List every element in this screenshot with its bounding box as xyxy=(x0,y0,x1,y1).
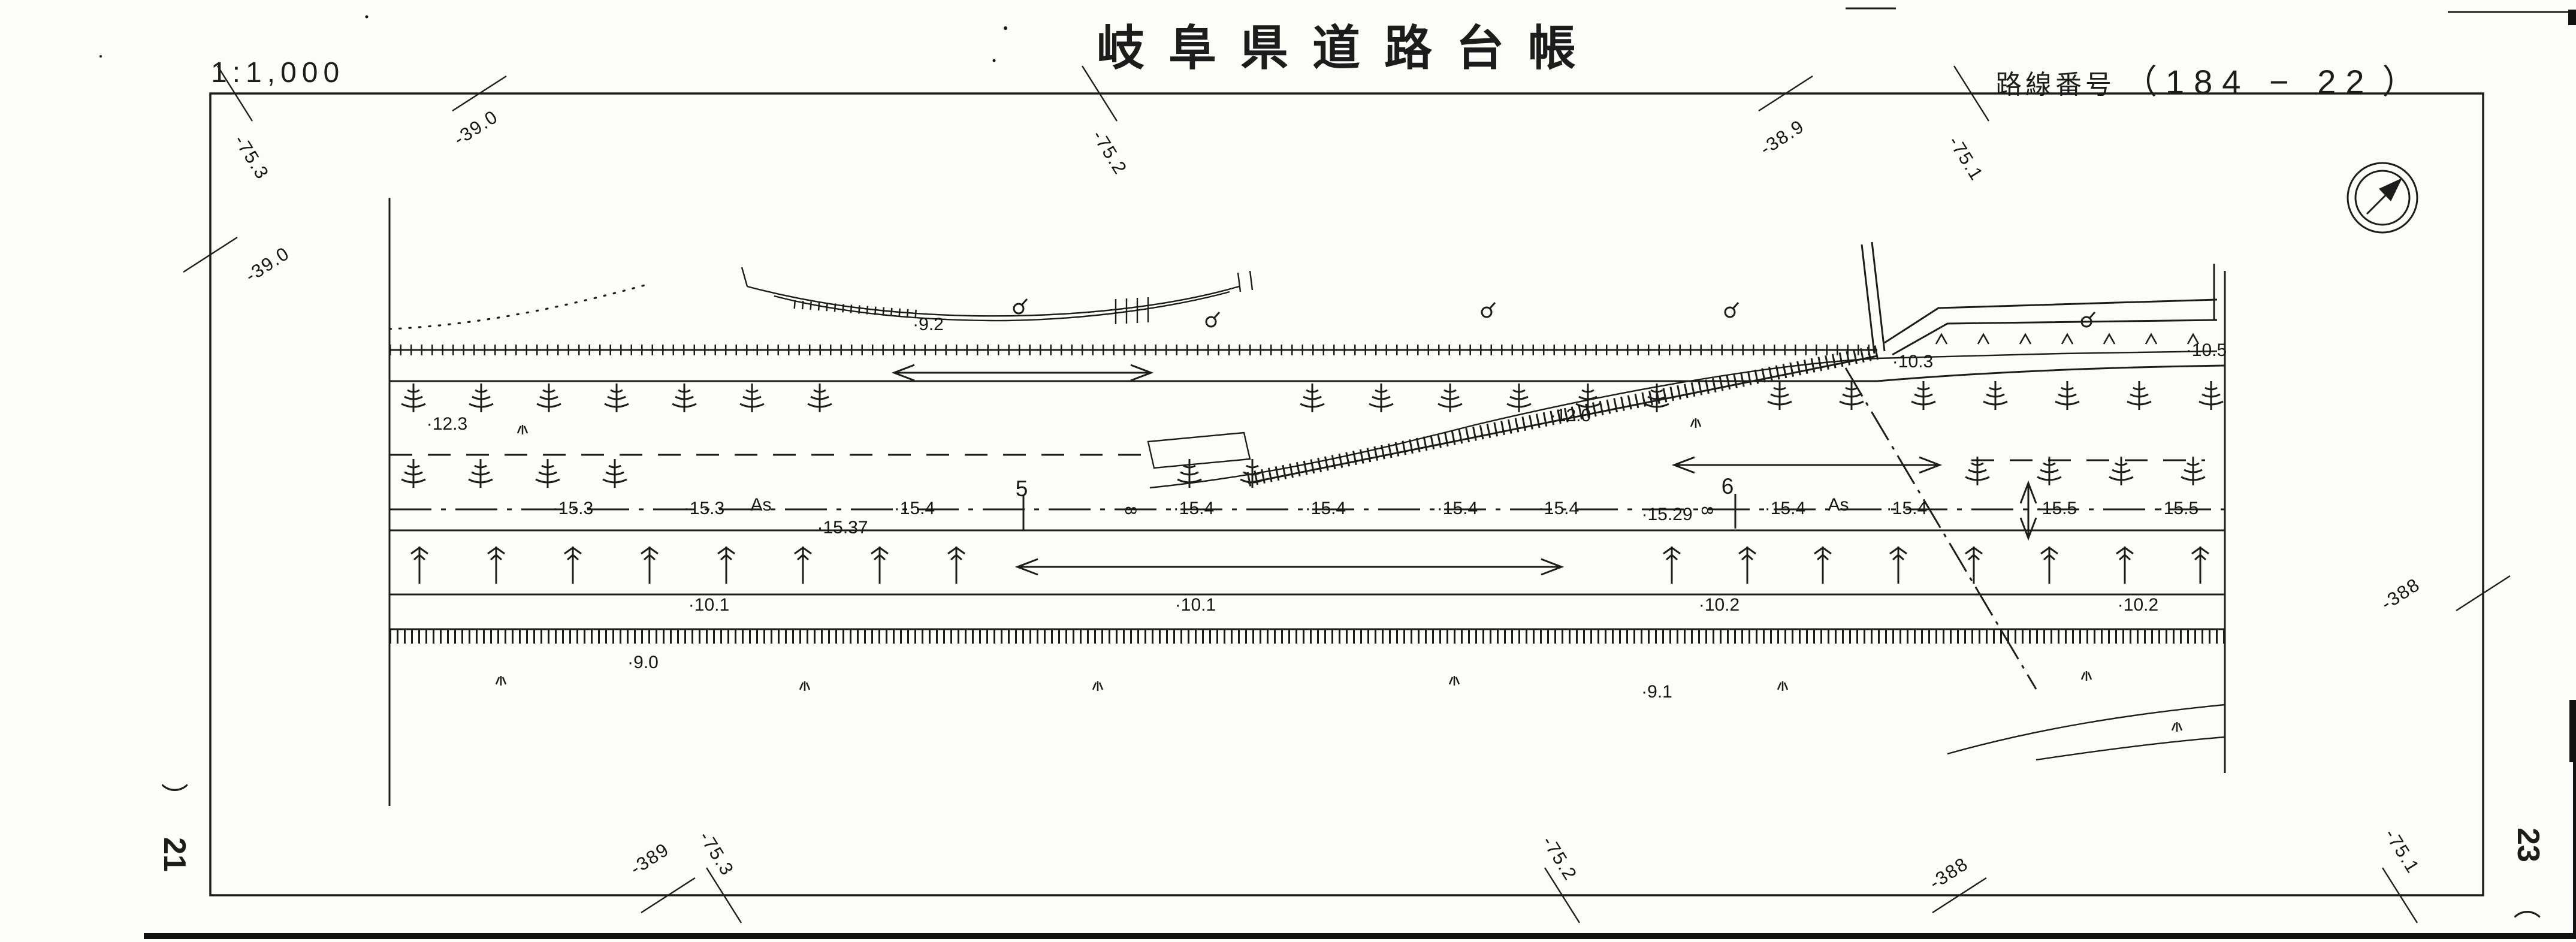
map-label: ·10.5 xyxy=(2186,340,2227,360)
map-label: -38.9 xyxy=(1756,116,1808,159)
arrows xyxy=(891,364,2037,576)
map-label: ·15.29 xyxy=(1641,505,1692,524)
map-label: ·10.2 xyxy=(2118,595,2158,615)
scan-artifacts xyxy=(99,10,2576,936)
map-label: ·12.0 xyxy=(1550,406,1591,425)
map-label: ·15.5 xyxy=(2158,499,2198,518)
map-label: ·10.2 xyxy=(1699,595,1740,615)
map-label: -75.2 xyxy=(1088,126,1131,179)
map-label: -389 xyxy=(626,838,673,879)
map-label: ·10.1 xyxy=(1175,595,1216,615)
map-label: -75.3 xyxy=(230,131,273,183)
map-label: ·15.4 xyxy=(1886,499,1927,518)
map-label: ·9.1 xyxy=(1641,682,1672,702)
map-label: ·15.4 xyxy=(894,499,935,518)
map-labels: -75.3 -39.0 -75.2 -38.9 -75.1 -39.0 -388 -389 -7… xyxy=(230,106,2424,893)
map-label: -75.1 xyxy=(1944,132,1988,185)
map-label: ·15.37 xyxy=(817,518,868,538)
grove-outline xyxy=(1147,431,1251,469)
map-label: 5 xyxy=(1016,476,1028,501)
map-label: -75.2 xyxy=(1538,832,1581,884)
map-label: ·9.2 xyxy=(913,315,944,334)
sheet-title: 岐阜県道路台帳 xyxy=(1097,22,1600,75)
map-label: ·12.3 xyxy=(427,414,467,434)
map-label: -39.0 xyxy=(450,106,502,150)
map-label: ·15.4 xyxy=(1305,499,1346,518)
map-label: -75.1 xyxy=(2381,825,2424,877)
map-scale: 1:1,000 xyxy=(211,57,345,89)
compass-needle xyxy=(2379,178,2402,201)
channel-feature xyxy=(388,267,1254,469)
map-label: -388 xyxy=(2377,573,2424,614)
road-linework xyxy=(388,198,2226,806)
compass-icon xyxy=(2347,162,2418,234)
map-label: -388 xyxy=(1925,853,1972,893)
map-label: ·15.3 xyxy=(552,499,593,518)
map-label: As xyxy=(750,495,771,515)
map-label: ·10.1 xyxy=(688,595,729,615)
map-label: ·15.4 xyxy=(1173,499,1214,518)
map-label: ·9.0 xyxy=(627,653,659,672)
map-label: ·15.5 xyxy=(2036,499,2077,518)
map-label: ·15.4 xyxy=(1538,499,1579,518)
route-label: 路線番号 xyxy=(1995,70,2115,99)
map-label: -39.0 xyxy=(241,243,294,286)
grid-line-through-road xyxy=(1844,367,2037,690)
map-label: 8 xyxy=(1122,506,1140,515)
map-label: ·15.4 xyxy=(1437,499,1478,518)
map-frame xyxy=(144,7,2576,939)
map-label: 6 xyxy=(1722,474,1734,499)
map-label: -75.3 xyxy=(695,828,738,880)
map-label: ·10.3 xyxy=(1892,352,1933,372)
map-label: 8 xyxy=(1698,506,1716,515)
grid-ticks xyxy=(183,65,2511,923)
map-label: ·15.4 xyxy=(1765,499,1805,518)
map-label: ·15.3 xyxy=(684,499,724,518)
map-label: As xyxy=(1828,495,1849,515)
